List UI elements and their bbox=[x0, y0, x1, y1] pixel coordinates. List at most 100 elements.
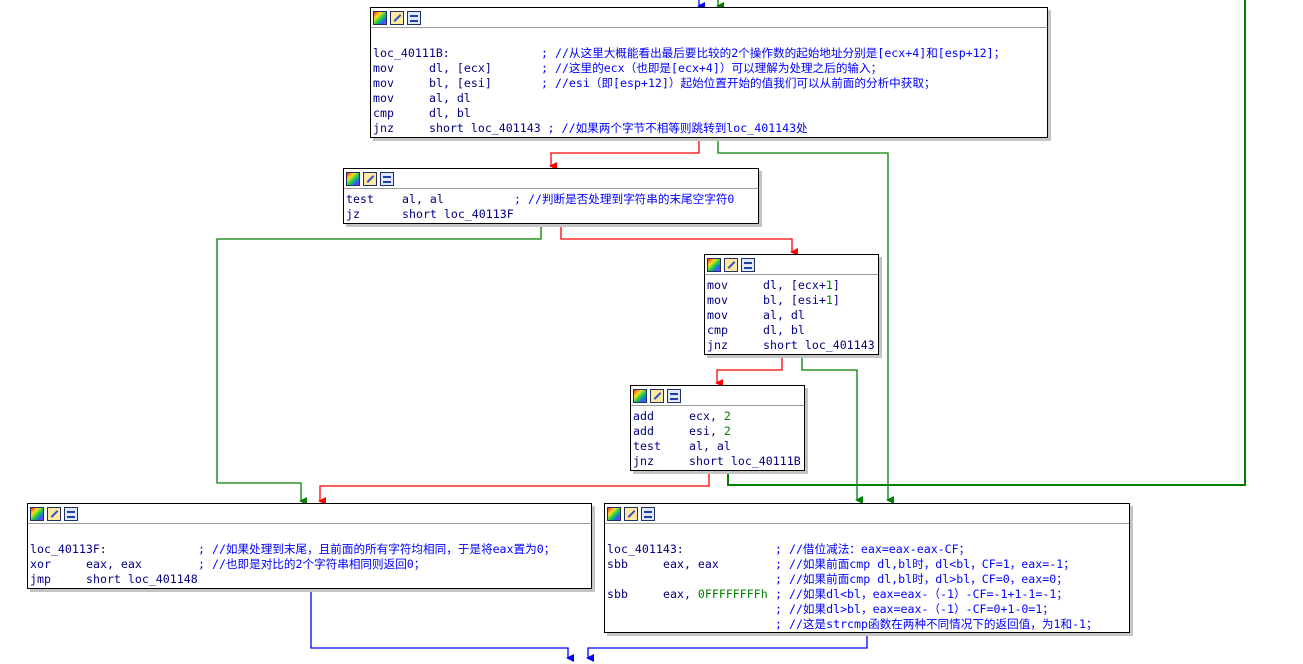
code-label[interactable]: loc_40113F: bbox=[30, 542, 107, 556]
color-palette-icon[interactable] bbox=[373, 10, 387, 25]
code-block-loc-40111b[interactable]: loc_40111B: ; //从这里大概能看出最后要比较的2个操作数的起始地址分… bbox=[370, 7, 1048, 138]
code-block-loc-40113f[interactable]: loc_40113F:; //如果处理到末尾，且前面的所有字符均相同，于是将ea… bbox=[27, 503, 592, 589]
instruction-line[interactable]: ; //这是strcmp函数在两种不同情况下的返回值，为1和-1； bbox=[607, 617, 1129, 632]
comment: ; //借位减法：eax=eax-eax-CF； bbox=[775, 542, 971, 556]
graph-overview-icon[interactable] bbox=[64, 506, 78, 521]
operand: eax, eax bbox=[663, 557, 719, 571]
mnemonic: jz bbox=[346, 207, 360, 221]
graph-overview-icon[interactable] bbox=[741, 257, 755, 272]
rename-pencil-icon[interactable] bbox=[47, 506, 61, 521]
number: 1 bbox=[825, 278, 833, 292]
block-header bbox=[344, 169, 758, 189]
number: 1 bbox=[825, 293, 833, 307]
comment: ; //判断是否处理到字符串的末尾空字符0 bbox=[514, 192, 735, 206]
mnemonic: xor bbox=[30, 557, 51, 571]
color-palette-icon[interactable] bbox=[607, 506, 621, 521]
instruction-line[interactable]: jz short loc_40113F bbox=[346, 207, 758, 222]
mnemonic: mov bbox=[373, 76, 394, 90]
graph-overview-icon[interactable] bbox=[667, 388, 681, 403]
operand: al, dl bbox=[429, 91, 471, 105]
edge-mov-taken bbox=[801, 355, 863, 504]
mnemonic: mov bbox=[373, 61, 394, 75]
color-palette-icon[interactable] bbox=[346, 171, 360, 186]
color-palette-icon[interactable] bbox=[633, 388, 647, 403]
block-header bbox=[605, 504, 1129, 524]
mnemonic: mov bbox=[707, 308, 728, 322]
code-label[interactable]: loc_401143: bbox=[607, 542, 684, 556]
number: 2 bbox=[723, 424, 731, 438]
rename-pencil-icon[interactable] bbox=[650, 388, 664, 403]
instruction-line[interactable]: ; //如果dl>bl，eax=eax-（-1）-CF=0+1-0=1； bbox=[607, 602, 1129, 617]
instruction-line[interactable]: mov al, dl bbox=[373, 91, 1047, 106]
label-line[interactable]: loc_40111B: ; //从这里大概能看出最后要比较的2个操作数的起始地址分… bbox=[373, 46, 1047, 61]
rename-pencil-icon[interactable] bbox=[390, 10, 404, 25]
operand: al, al bbox=[402, 192, 444, 206]
operand: short loc_401143 bbox=[429, 121, 548, 135]
rename-pencil-icon[interactable] bbox=[724, 257, 738, 272]
comment: ; //如果dl<bl，eax=eax-（-1）-CF=-1+1-1=-1； bbox=[775, 587, 1068, 601]
code-label[interactable]: loc_40111B: bbox=[373, 46, 450, 60]
operand: al, dl bbox=[763, 308, 805, 322]
comment: ; //如果前面cmp dl,bl时，dl>bl，CF=0，eax=0； bbox=[775, 572, 1068, 586]
block-header bbox=[705, 255, 878, 275]
instruction-line[interactable]: mov al, dl bbox=[707, 308, 878, 323]
edge-test-fallthrough bbox=[560, 224, 798, 256]
number: 0FFFFFFFFh bbox=[697, 587, 768, 601]
instruction-line[interactable]: ; //如果前面cmp dl,bl时，dl>bl，CF=0，eax=0； bbox=[607, 572, 1129, 587]
operand: eax, eax bbox=[86, 557, 142, 571]
mnemonic: jnz bbox=[707, 338, 728, 352]
operand: short loc_40113F bbox=[402, 207, 514, 221]
instruction-line[interactable]: xor eax, eax ; //也即是对比的2个字符串相同则返回0； bbox=[30, 557, 591, 572]
graph-overview-icon[interactable] bbox=[641, 506, 655, 521]
color-palette-icon[interactable] bbox=[30, 506, 44, 521]
edge-test-taken bbox=[216, 224, 542, 505]
color-palette-icon[interactable] bbox=[707, 257, 721, 272]
comment: ; //如果dl>bl，eax=eax-（-1）-CF=0+1-0=1； bbox=[775, 602, 1054, 616]
mnemonic: mov bbox=[707, 278, 728, 292]
graph-overview-icon[interactable] bbox=[407, 10, 421, 25]
comment: ; //这里的ecx（也即是[ecx+4]）可以理解为处理之后的输入； bbox=[541, 61, 883, 75]
graph-overview-icon[interactable] bbox=[380, 171, 394, 186]
mnemonic: add bbox=[633, 424, 654, 438]
edge-loop-back bbox=[727, 0, 1246, 486]
rename-pencil-icon[interactable] bbox=[624, 506, 638, 521]
mnemonic: test bbox=[633, 439, 661, 453]
operand: bl, [esi] bbox=[429, 76, 492, 90]
label-line[interactable]: loc_40113F:; //如果处理到末尾，且前面的所有字符均相同，于是将ea… bbox=[30, 542, 591, 557]
mnemonic: add bbox=[633, 409, 654, 423]
operand: dl, bl bbox=[763, 323, 805, 337]
edge-401143-exit bbox=[586, 633, 868, 662]
instruction-line[interactable]: sbb eax, eax ; //如果前面cmp dl,bl时，dl<bl，CF=1… bbox=[607, 557, 1129, 572]
label-line[interactable]: loc_401143: ; //借位减法：eax=eax-eax-CF； bbox=[607, 542, 1129, 557]
edge-add-fallthrough bbox=[318, 471, 710, 505]
mnemonic: mov bbox=[373, 91, 394, 105]
comment: ; //如果前面cmp dl,bl时，dl<bl，CF=1，eax=-1； bbox=[775, 557, 1075, 571]
operand: ecx, bbox=[689, 409, 724, 423]
operand-group: eax, 0FFFFFFFFh bbox=[663, 587, 775, 602]
comment: ; //从这里大概能看出最后要比较的2个操作数的起始地址分别是[ecx+4]和[… bbox=[541, 46, 1006, 60]
edge-mov-fallthrough bbox=[715, 355, 783, 387]
rename-pencil-icon[interactable] bbox=[363, 171, 377, 186]
mnemonic: jnz bbox=[633, 454, 654, 468]
mnemonic: sbb bbox=[607, 557, 628, 571]
comment: ; //也即是对比的2个字符串相同则返回0； bbox=[198, 557, 426, 571]
